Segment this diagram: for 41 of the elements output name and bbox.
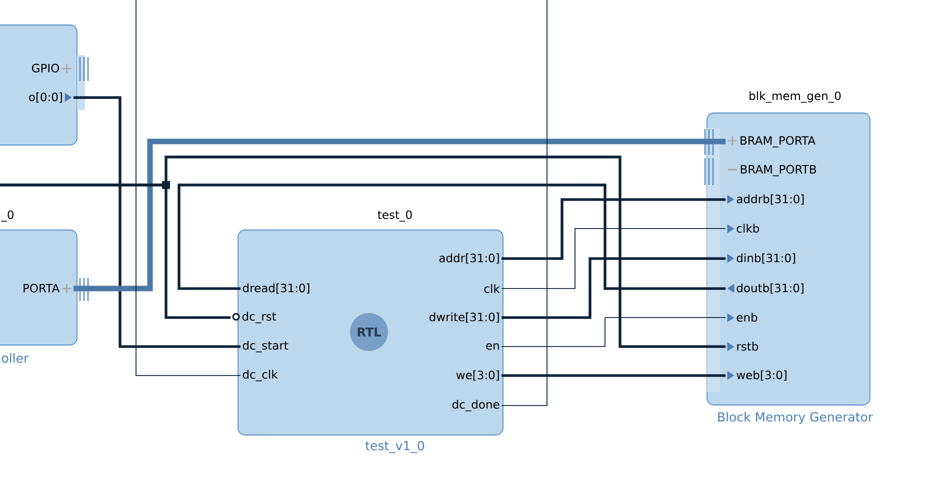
- port-label: addr[31:0]: [439, 253, 499, 264]
- wire: [502, 198, 726, 260]
- wire: [136, 0, 241, 376]
- port-label: addrb[31:0]: [727, 194, 804, 205]
- bus-connection: [74, 138, 726, 292]
- port-label: dc_done: [452, 400, 500, 412]
- block-subtitle: Block Memory Generator: [718, 412, 874, 424]
- port-label: dc_clk: [242, 370, 278, 382]
- block-subtitle: test_v1_0: [365, 440, 424, 454]
- block-title: test_0: [378, 210, 412, 222]
- block-title: _0: [1, 210, 14, 222]
- port-label: doutb[31:0]: [727, 283, 804, 294]
- port-label: dread[31:0]: [242, 283, 310, 294]
- port-label: rstb: [727, 342, 758, 352]
- wire: [501, 0, 548, 406]
- wire: [502, 374, 726, 378]
- wire: [178, 184, 726, 290]
- port-label: dinb[31:0]: [727, 253, 796, 264]
- wire: [502, 257, 726, 319]
- port-label: we[3:0]: [456, 370, 499, 381]
- port-label: dc_start: [242, 340, 288, 352]
- port-label: web[3:0]: [727, 370, 786, 381]
- port-label: GPIO: [32, 63, 72, 74]
- ip-block: [0, 24, 78, 146]
- port-label: dwrite[31:0]: [429, 312, 499, 323]
- port-label: en: [486, 343, 499, 350]
- port-label: clkb: [727, 224, 760, 234]
- port-label: BRAM_PORTA: [727, 136, 816, 148]
- block-title: blk_mem_gen_0: [750, 91, 841, 103]
- wire: [0, 156, 726, 348]
- port-label: o[0:0]: [29, 92, 72, 103]
- port-label: dc_rst: [232, 312, 276, 324]
- rtl-badge: RTL: [350, 313, 388, 351]
- port-label: BRAM_PORTB: [728, 164, 816, 176]
- port-label: enb: [727, 312, 758, 322]
- port-label: PORTA: [24, 283, 72, 294]
- wire: [74, 96, 241, 348]
- wire: [501, 228, 726, 289]
- block-subtitle: oller: [2, 353, 29, 363]
- port-label: clk: [484, 284, 500, 293]
- wire: [501, 317, 726, 347]
